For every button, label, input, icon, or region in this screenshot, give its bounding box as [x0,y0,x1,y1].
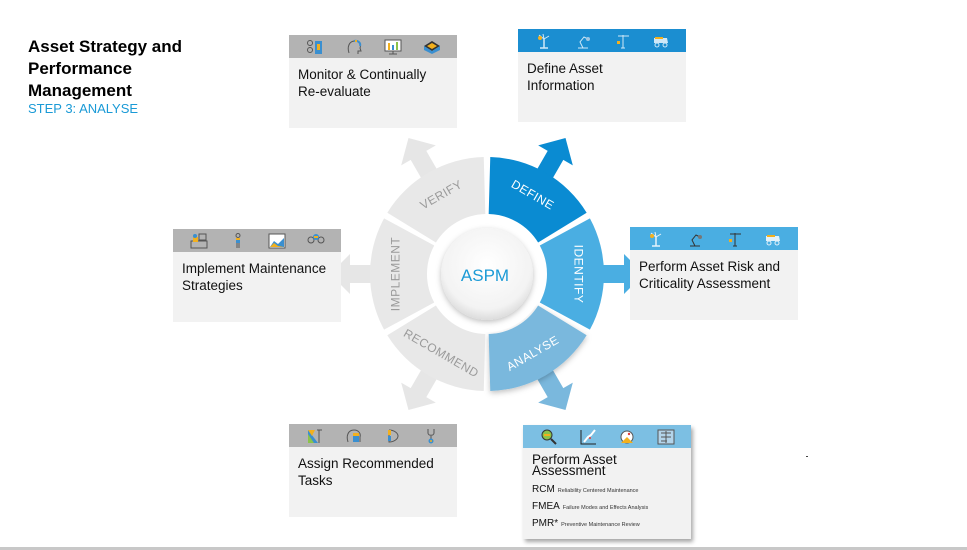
method-full: Preventive Maintenance Review [561,522,640,528]
card-text: Perform Asset Assessment [523,448,691,482]
segment-recommend[interactable] [387,305,486,391]
crane-icon [613,33,631,49]
magnifier-icon [540,429,558,445]
card-title-line: Implement Maintenance [182,261,327,276]
segment-label-implement: IMPLEMENT [389,237,403,312]
card-text: Perform Asset Risk and Criticality Asses… [630,250,798,300]
card-icon-bar [173,229,341,252]
wind-turbine-icon [647,231,665,247]
card-title-line: Perform Asset Risk and [639,259,781,274]
chart-screen-icon [268,233,286,249]
mining-truck-icon [764,231,782,247]
card-title-line: Assign Recommended [298,456,434,471]
segment-define[interactable] [488,157,587,243]
card-title-line: Assessment [532,463,606,478]
card-title-line: Information [527,78,595,93]
card-title-line: Define Asset [527,61,603,76]
method-full: Failure Modes and Effects Analysis [562,505,649,511]
line-chart-icon [579,428,597,445]
card-risk[interactable]: Perform Asset Risk and Criticality Asses… [630,227,798,320]
card-icon-bar [523,425,691,448]
card-text: Assign Recommended Tasks [289,447,457,497]
method-abbr: PMR* [532,518,559,529]
blueprint-icon [657,429,675,445]
segment-verify[interactable] [387,157,486,243]
bottom-divider [0,547,967,550]
segment-label-identify: IDENTIFY [572,245,586,304]
robot-arm-icon [574,33,592,49]
mining-truck-icon [652,33,670,49]
wind-turbine-icon [535,33,553,49]
dashboard-monitor-icon [384,39,402,55]
crane-icon [725,231,743,247]
title-line-3: Management [28,81,132,100]
card-monitor[interactable]: Monitor & Continually Re-evaluate [289,35,457,128]
page-title: Asset Strategy and Performance Managemen… [28,36,228,102]
stethoscope-icon [423,428,441,444]
method-pmr: PMR*Preventive Maintenance Review [523,516,691,533]
card-title-line: Tasks [298,473,333,488]
hub [441,228,533,320]
worker-icon [229,232,247,249]
card-assign[interactable]: Assign Recommended Tasks [289,424,457,517]
card-define[interactable]: Define Asset Information [518,29,686,122]
arrow-implement [330,254,380,294]
card-text: Monitor & Continually Re-evaluate [289,58,457,108]
clipboard-head-icon [345,428,363,444]
card-title-line: Re-evaluate [298,84,371,99]
method-full: Reliability Centered Maintenance [557,488,639,494]
card-title-line: Strategies [182,278,243,293]
step-label: STEP 3: ANALYSE [28,101,139,116]
method-abbr: FMEA [532,501,560,512]
workstation-icon [190,233,208,249]
card-title-line: Criticality Assessment [639,276,771,291]
title-line-1: Asset Strategy and [28,37,182,56]
head-profile-icon [345,39,363,55]
control-panel-icon [306,39,324,55]
card-text: Define Asset Information [518,52,686,102]
card-icon-bar [518,29,686,52]
robot-arm-icon [686,231,704,247]
lightbulbs-icon [307,233,325,249]
card-title-line: Perform Asset [532,452,617,467]
ruler-crane-icon [306,428,324,444]
segment-identify[interactable] [539,218,604,330]
title-line-2: Performance [28,59,132,78]
segment-implement[interactable] [370,218,435,330]
server-box-icon [423,39,441,55]
card-text: Implement Maintenance Strategies [173,252,341,302]
segment-analyse[interactable] [488,305,587,391]
gear-head-icon [384,428,402,444]
card-implement[interactable]: Implement Maintenance Strategies [173,229,341,322]
pie-gauge-icon [618,429,636,445]
stray-mark [806,456,808,457]
card-icon-bar [289,35,457,58]
hub-label: ASPM [461,266,509,285]
method-abbr: RCM [532,484,555,495]
card-title-line: Monitor & Continually [298,67,427,82]
card-icon-bar [289,424,457,447]
card-icon-bar [630,227,798,250]
